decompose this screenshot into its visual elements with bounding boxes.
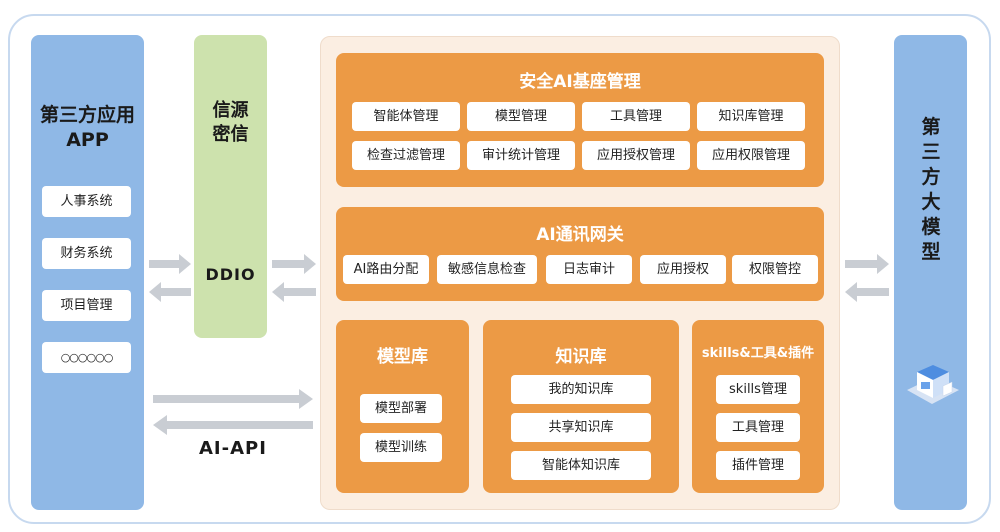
chip-shared-knowledge: 共享知识库 [511, 413, 651, 442]
chip-app-authorization-management: 应用授权管理 [582, 141, 690, 170]
app-item-project: 项目管理 [42, 290, 131, 321]
chip-model-deploy: 模型部署 [360, 394, 442, 423]
gateway-panel-title: AI通讯网关 [536, 225, 624, 245]
chip-audit-stats-management: 审计统计管理 [467, 141, 575, 170]
arrow-left-to-ddio [149, 254, 191, 302]
chip-agent-management: 智能体管理 [352, 102, 460, 131]
chip-model-training: 模型训练 [360, 433, 442, 462]
skills-tools-plugins-panel: skills&工具&插件 skills管理 工具管理 插件管理 [692, 320, 824, 493]
central-platform-container: 安全AI基座管理 智能体管理 模型管理 工具管理 知识库管理 检查过滤管理 审计… [320, 36, 840, 510]
chip-knowledge-management: 知识库管理 [697, 102, 805, 131]
ai-gateway-panel: AI通讯网关 AI路由分配 敏感信息检查 日志审计 应用授权 权限管控 [336, 207, 824, 301]
third-party-model-title: 第三方大模型 [921, 116, 941, 263]
arrow-ai-api [153, 389, 313, 435]
knowledge-library-title: 知识库 [555, 347, 607, 367]
chip-agent-knowledge: 智能体知识库 [511, 451, 651, 480]
chip-plugin-management: 插件管理 [716, 451, 800, 480]
chip-permission-control: 权限管控 [732, 255, 818, 284]
third-party-app-column: 第三方应用 APP 人事系统 财务系统 项目管理 ○○○○○○ [31, 35, 144, 510]
model-library-panel: 模型库 模型部署 模型训练 [336, 320, 469, 493]
app-item-hr: 人事系统 [42, 186, 131, 217]
chip-filter-management: 检查过滤管理 [352, 141, 460, 170]
ddio-column: 信源 密信 DDIO [194, 35, 267, 338]
chip-app-permission-management: 应用权限管理 [697, 141, 805, 170]
ddio-label: DDIO [205, 265, 256, 284]
skills-panel-title: skills&工具&插件 [701, 346, 815, 361]
app-item-more: ○○○○○○ [42, 342, 131, 373]
app-item-finance: 财务系统 [42, 238, 131, 269]
chip-app-authorization: 应用授权 [640, 255, 726, 284]
security-panel-title: 安全AI基座管理 [519, 72, 641, 92]
chip-model-management: 模型管理 [467, 102, 575, 131]
chip-sensitive-check: 敏感信息检查 [437, 255, 537, 284]
knowledge-library-panel: 知识库 我的知识库 共享知识库 智能体知识库 [483, 320, 679, 493]
arrow-ddio-to-gateway [272, 254, 316, 302]
chip-tool-management: 工具管理 [582, 102, 690, 131]
ddio-title: 信源 密信 [212, 100, 249, 145]
chip-tool-management-2: 工具管理 [716, 413, 800, 442]
chip-log-audit: 日志审计 [546, 255, 632, 284]
third-party-app-title: 第三方应用 APP [39, 104, 135, 151]
ai-api-label: AI-API [199, 438, 267, 459]
model-library-title: 模型库 [377, 347, 428, 367]
arrow-gateway-to-model [845, 254, 889, 302]
security-ai-base-panel: 安全AI基座管理 智能体管理 模型管理 工具管理 知识库管理 检查过滤管理 审计… [336, 53, 824, 187]
chip-skills-management: skills管理 [716, 375, 800, 404]
server-cube-icon [907, 365, 959, 404]
chip-ai-routing: AI路由分配 [343, 255, 429, 284]
third-party-model-column: 第三方大模型 [894, 35, 967, 510]
chip-my-knowledge: 我的知识库 [511, 375, 651, 404]
